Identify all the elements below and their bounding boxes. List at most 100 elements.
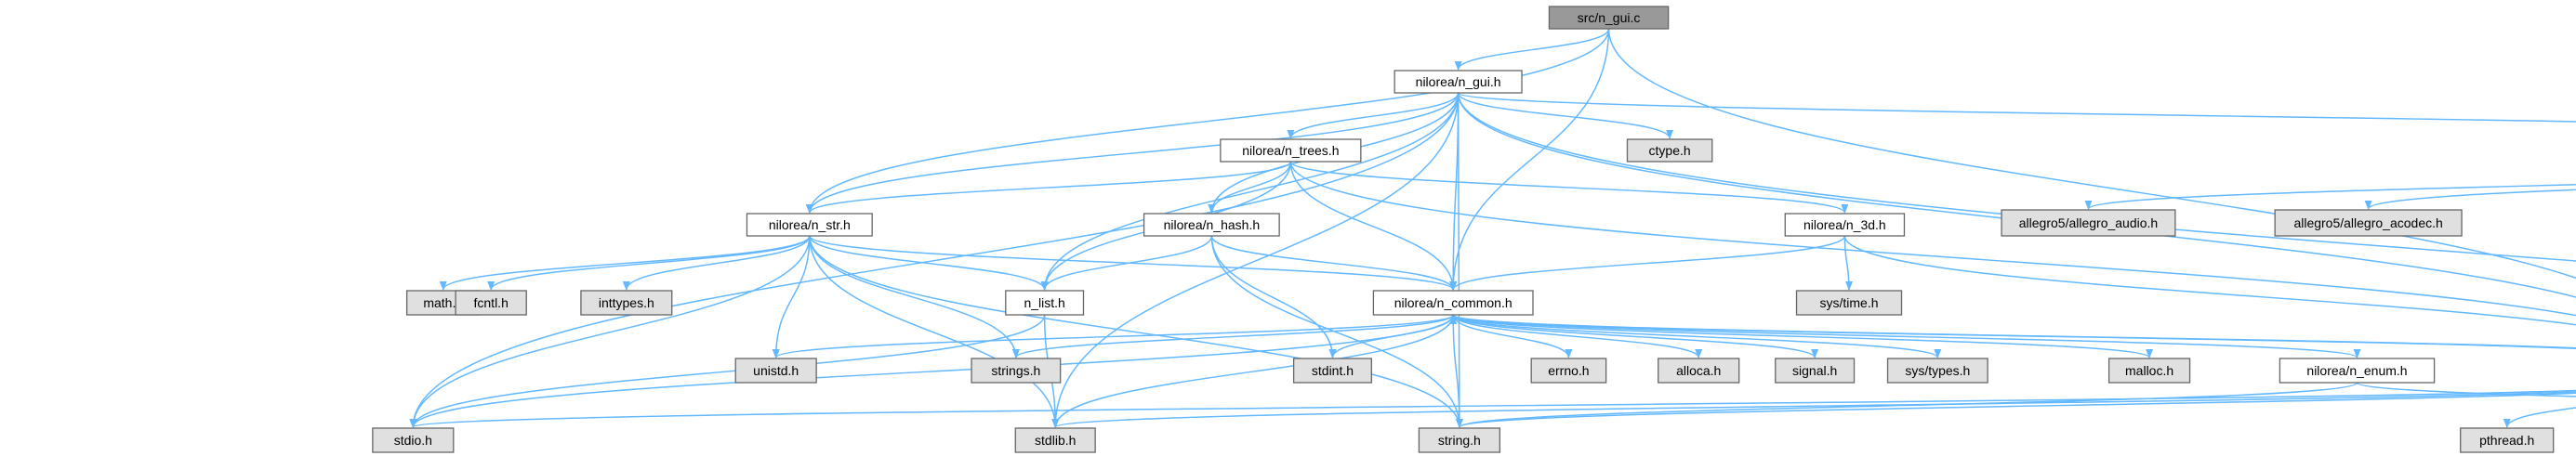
node-box [580, 290, 673, 316]
node-alloca: alloca.h [1658, 358, 1740, 384]
node-box [455, 290, 527, 316]
node-label: sys/types.h [1905, 363, 1970, 378]
node-n_str[interactable]: nilorea/n_str.h [746, 213, 873, 237]
node-fcntl: fcntl.h [455, 290, 527, 316]
node-errno: errno.h [1530, 358, 1607, 384]
node-ctype: ctype.h [1626, 138, 1713, 163]
node-label: signal.h [1792, 363, 1837, 378]
node-box [1658, 358, 1740, 384]
edge-n_gui-to-n_list [1040, 92, 1460, 291]
edge-gui_c-to-n_common [1449, 28, 1610, 291]
node-n_enum[interactable]: nilorea/n_enum.h [2279, 358, 2436, 384]
node-label: src/n_gui.c [1578, 10, 1641, 25]
node-box [1372, 290, 1534, 316]
edge-n_str-to-string [809, 235, 1463, 428]
node-n_hash[interactable]: nilorea/n_hash.h [1143, 213, 1280, 237]
node-gui_c[interactable]: src/n_gui.c [1548, 6, 1670, 30]
node-box [1394, 70, 1523, 94]
node-label: nilorea/n_gui.h [1416, 74, 1501, 89]
edge-n_hash-to-n_list [1040, 235, 1213, 291]
node-box [1220, 138, 1362, 163]
node-label: stdint.h [1312, 363, 1354, 378]
node-malloc: malloc.h [2107, 358, 2191, 384]
node-box [1784, 213, 1906, 237]
edge-n_str-to-unistd [772, 235, 811, 358]
edge-n_gui-to-n_str [805, 92, 1460, 214]
node-label: fcntl.h [474, 295, 509, 310]
node-label: ctype.h [1649, 143, 1691, 158]
edge-n_common-to-stdio [409, 314, 1454, 428]
node-label: nilorea/n_enum.h [2306, 363, 2407, 378]
node-label: nilorea/n_3d.h [1803, 217, 1886, 232]
node-box [2279, 358, 2436, 384]
node-n_3d[interactable]: nilorea/n_3d.h [1784, 213, 1906, 237]
node-box [1530, 358, 1607, 384]
node-box [2001, 209, 2176, 237]
node-label: nilorea/n_common.h [1394, 295, 1513, 310]
edge-n_list-to-stdio [409, 314, 1046, 428]
edge-n_gui-to-stdio [409, 92, 1460, 428]
node-box [2460, 427, 2555, 453]
node-label: unistd.h [753, 363, 799, 378]
edge-n_str-to-fcntl [487, 235, 811, 291]
edge-n_log-to-n_common [1449, 315, 2576, 350]
edge-n_common-to-systypes [1452, 314, 1942, 358]
node-n_common[interactable]: nilorea/n_common.h [1372, 290, 1534, 316]
node-box [1775, 358, 1856, 384]
node-box [1292, 358, 1372, 384]
edge-n_common-to-alloca [1452, 314, 1703, 358]
edge-n_hash-to-string [1210, 235, 1463, 428]
edge-n_gui-to-stdlib [1051, 92, 1460, 428]
edge-n_log-to-stdlib [1051, 391, 2576, 428]
edge-n_str-to-stdio [409, 235, 811, 428]
node-n_gui[interactable]: nilorea/n_gui.h [1394, 70, 1523, 94]
edge-n_str-to-strings [809, 235, 1020, 358]
edge-n_common-to-malloc [1452, 314, 2153, 358]
node-label: allegro5/allegro_acodec.h [2293, 215, 2442, 230]
edge-n_str-to-stdlib [809, 235, 1060, 428]
node-label: nilorea/n_hash.h [1164, 217, 1261, 232]
node-label: errno.h [1548, 363, 1589, 378]
edge-n_gui-to-n_trees [1287, 92, 1460, 139]
node-n_list[interactable]: n_list.h [1005, 290, 1085, 316]
edge-n_common-to-stdlib [1051, 314, 1454, 428]
edge-n_gui-to-string [1455, 92, 1463, 428]
edge-n_trees-to-n_str [805, 161, 1292, 214]
node-box [1795, 290, 1903, 316]
edge-n_trees-to-n_hash [1208, 161, 1292, 214]
node-pthread: pthread.h [2460, 427, 2555, 453]
node-n_trees[interactable]: nilorea/n_trees.h [1220, 138, 1362, 163]
edge-n_log-to-stdio [410, 389, 2576, 428]
node-box [372, 427, 455, 453]
node-stdint: stdint.h [1292, 358, 1372, 384]
node-label: string.h [1438, 433, 1481, 448]
node-box [1014, 427, 1096, 453]
node-box [746, 213, 873, 237]
edges [409, 28, 2576, 428]
edge-n_str-to-n_list [809, 235, 1049, 291]
node-label: n_list.h [1024, 295, 1064, 310]
node-box [971, 358, 1062, 384]
edge-gui_c-to-n_gui [1454, 28, 1610, 71]
node-strings: strings.h [971, 358, 1062, 384]
node-label: malloc.h [2125, 363, 2173, 378]
edge-n_log-to-pthread [2503, 407, 2576, 428]
node-label: alloca.h [1676, 363, 1721, 378]
node-label: allegro5/allegro_audio.h [2019, 215, 2158, 230]
edge-n_allegro5-to-a_audio [2084, 184, 2576, 210]
edge-n_str-to-inttypes [622, 235, 811, 291]
edge-n_allegro5-to-a_acodec [2364, 189, 2576, 210]
edge-n_common-to-errno [1452, 314, 1573, 358]
edge-n_trees-to-n_3d [1289, 161, 1849, 214]
edge-n_enum-to-stdbool [2356, 382, 2576, 397]
node-label: sys/time.h [1820, 295, 1879, 310]
node-stdlib: stdlib.h [1014, 427, 1096, 453]
edge-n_hash-to-n_common [1210, 235, 1458, 291]
node-box [1143, 213, 1280, 237]
node-a_audio: allegro5/allegro_audio.h [2001, 209, 2176, 237]
node-label: inttypes.h [599, 295, 654, 310]
edge-n_str-to-math [439, 235, 811, 291]
edge-n_log-to-string [1456, 392, 2576, 428]
edge-n_3d-to-n_common [1449, 235, 1846, 291]
